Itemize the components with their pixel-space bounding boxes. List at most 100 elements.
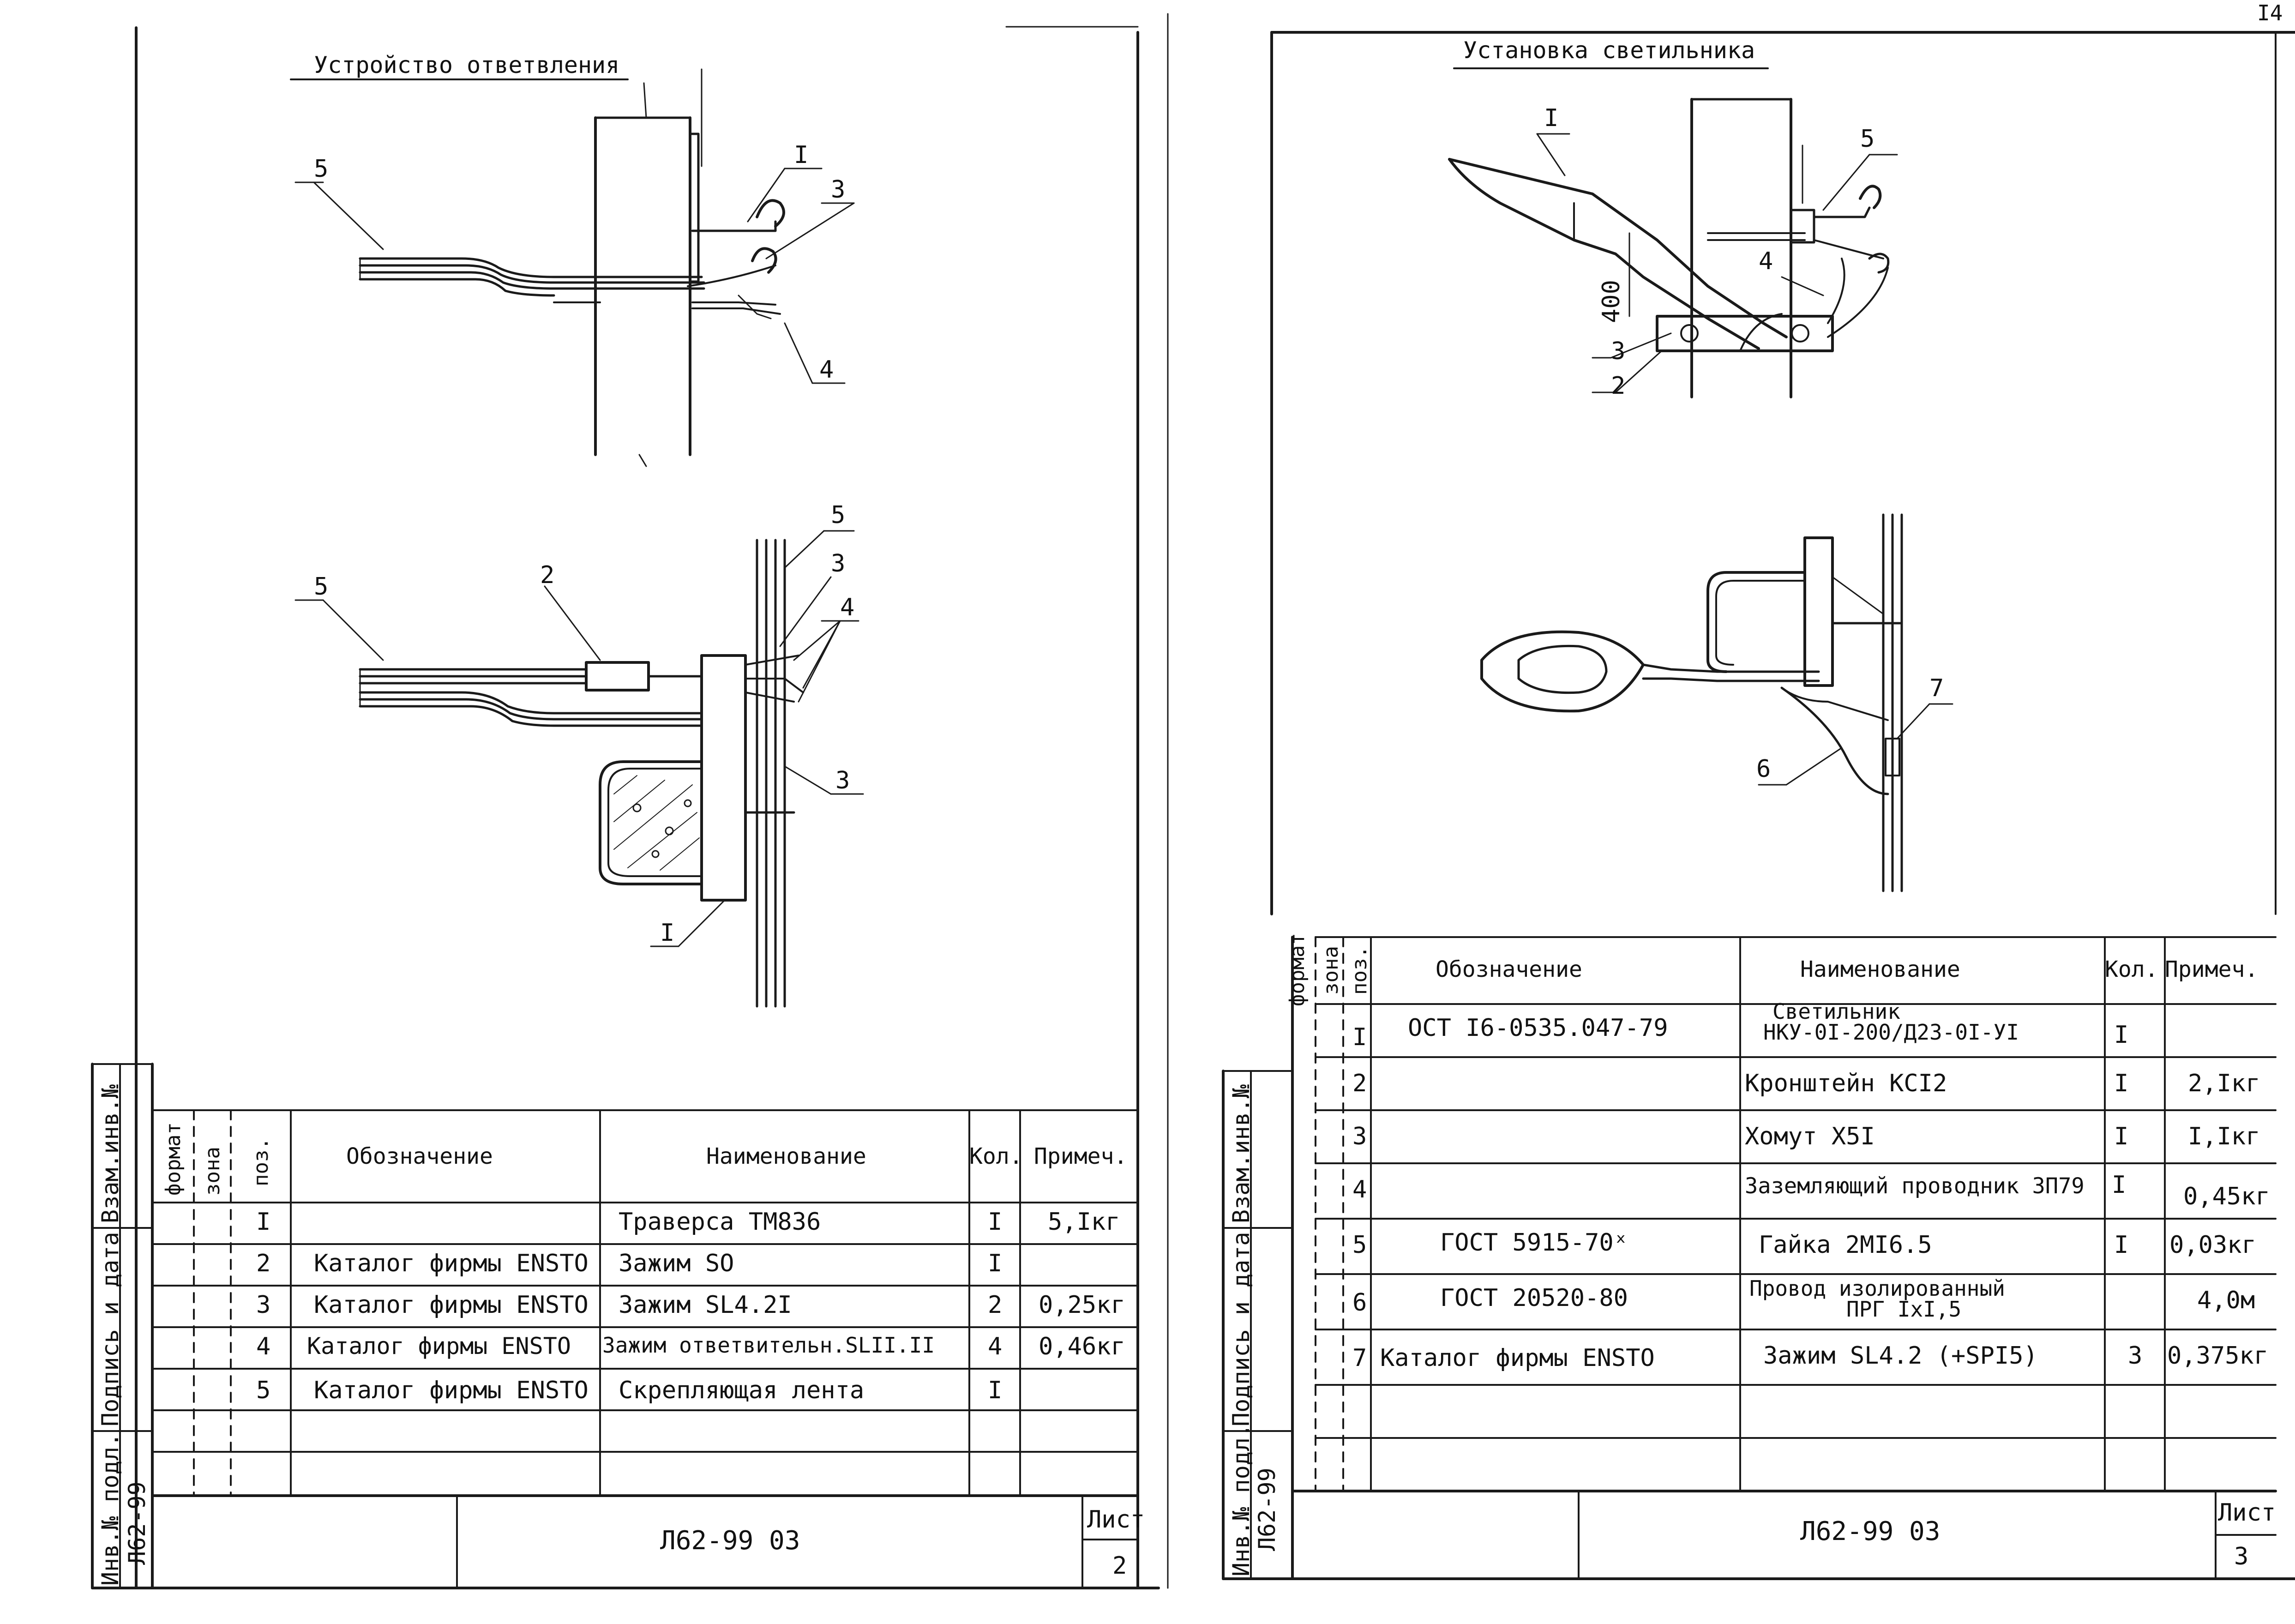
cell-name: Зажим ответвительн.SLII.II [602, 1333, 935, 1358]
cell-pos: I [1352, 1023, 1367, 1051]
right-top-luminaire-drawing [1448, 67, 1898, 398]
cell-name: Провод изолированный [1749, 1276, 2005, 1301]
cell-pos: 7 [1352, 1344, 1367, 1372]
left-top-branch-drawing [290, 68, 855, 467]
callout-3: 3 [835, 767, 850, 794]
cell-qty: I [988, 1250, 1003, 1277]
right-mid-luminaire-plan [1480, 513, 1953, 892]
callout-4: 4 [840, 594, 855, 621]
callout-3: 3 [1611, 337, 1626, 365]
cell-note: 2,Iкг [2188, 1070, 2260, 1097]
cell-qty: 2 [988, 1291, 1003, 1319]
callout-2: 2 [540, 561, 555, 589]
cell-name: Зажим SO [619, 1250, 734, 1277]
inv-label: Инв.№ подл. [1228, 1423, 1255, 1576]
cell-qty: I [2112, 1171, 2127, 1199]
cell-name: Траверса ТМ836 [619, 1208, 821, 1236]
sheet-label: Лист [2218, 1499, 2276, 1527]
cell-qty: I [988, 1377, 1003, 1404]
header-name: Наименование [1800, 956, 1960, 982]
header-pos: поз. [1348, 946, 1371, 995]
cell-note: 0,03кг [2169, 1231, 2256, 1259]
cell-pos: 3 [256, 1291, 271, 1319]
cell-designation: ОСТ I6-0535.047-79 [1408, 1014, 1668, 1042]
document-code: Л62-99 03 [660, 1526, 800, 1556]
cell-name: Гайка 2МI6.5 [1759, 1231, 1932, 1259]
header-pos: поз. [249, 1137, 273, 1186]
header-qty: Кол. [969, 1143, 1023, 1169]
inv-label: Инв.№ подл. [97, 1432, 124, 1586]
cell-qty: 4 [988, 1333, 1003, 1360]
cell-pos: 4 [1352, 1176, 1367, 1203]
cell-pos: 3 [1352, 1123, 1367, 1150]
cell-name: Скрепляющая лента [619, 1377, 865, 1404]
callout-1: I [660, 919, 675, 947]
cell-pos: 2 [256, 1250, 271, 1277]
cell-designation: Каталог фирмы ENSTO [314, 1250, 589, 1277]
cell-designation: ГОСТ 20520-80 [1440, 1284, 1628, 1312]
cell-pos: 6 [1352, 1289, 1367, 1317]
sheet-number: 3 [2234, 1543, 2249, 1570]
left-mid-plan-drawing [294, 530, 864, 1008]
cell-designation: Каталог фирмы ENSTO [307, 1333, 571, 1359]
cell-name: Зажим SL4.2 (+SPI5) [1763, 1342, 2038, 1370]
cell-name: Заземляющий проводник ЗП79 [1745, 1173, 2085, 1199]
cell-pos: 5 [256, 1377, 271, 1404]
callout-7: 7 [1929, 674, 1944, 702]
cell-pos: 2 [1352, 1070, 1367, 1097]
cell-note: 5,Iкг [1048, 1208, 1120, 1236]
podpis-label: Подпись и дата [97, 1232, 124, 1426]
header-note: Примеч. [1034, 1143, 1128, 1169]
left-sheet-frame [91, 13, 1169, 1589]
callout-3: 3 [831, 176, 846, 204]
cell-note: 0,25кг [1039, 1291, 1125, 1319]
callout-4: 4 [819, 356, 834, 384]
header-format: формат [162, 1122, 185, 1196]
right-spec-table-grid [1222, 936, 2277, 1580]
cell-name-line2: НКУ-0I-200/Д23-0I-УI [1763, 1020, 2019, 1045]
left-spec-table-grid [91, 1063, 1139, 1589]
vzam-label: Взам.инв.№ [97, 1084, 124, 1223]
cell-designation: Каталог фирмы ENSTO [314, 1291, 589, 1319]
cell-designation: ГОСТ 5915-70ˣ [1440, 1229, 1628, 1257]
callout-5: 5 [1860, 125, 1875, 153]
cell-note: 4,0м [2197, 1287, 2255, 1314]
callout-5: 5 [314, 573, 329, 601]
right-sheet-frame [1222, 31, 2295, 1580]
header-format: формат [1286, 933, 1309, 1006]
podpis-label: Подпись и дата [1228, 1232, 1255, 1426]
cell-name: Хомут Х5I [1745, 1123, 1875, 1150]
cell-note: I,Iкг [2188, 1123, 2260, 1150]
header-designation: Обозначение [346, 1143, 493, 1169]
header-zone: зона [1319, 946, 1343, 995]
callout-5: 5 [314, 155, 329, 183]
cell-designation: Каталог фирмы ENSTO [1380, 1344, 1655, 1372]
cell-qty: I [2114, 1231, 2129, 1259]
cell-name-line2: ПРГ IхI,5 [1846, 1297, 1962, 1322]
cell-qty: I [2114, 1021, 2129, 1049]
header-zone: зона [201, 1147, 224, 1196]
callout-4: 4 [1759, 247, 1773, 275]
cell-note: 0,375кг [2167, 1342, 2269, 1370]
document-code: Л62-99 03 [1800, 1516, 1941, 1546]
header-note: Примеч. [2165, 956, 2259, 982]
cell-pos: 5 [1352, 1231, 1367, 1259]
left-sheet-title: Устройство ответвления [314, 52, 620, 78]
dimension-400: 400 [1598, 280, 1625, 323]
cell-name: Кронштейн КСI2 [1745, 1070, 1947, 1097]
cell-note: 0,46кг [1039, 1333, 1125, 1360]
header-designation: Обозначение [1436, 956, 1582, 982]
cell-designation: Каталог фирмы ENSTO [314, 1377, 589, 1404]
callout-3: 3 [831, 550, 846, 577]
inv-value: Л62-99 [1254, 1468, 1280, 1551]
cell-pos: I [256, 1208, 271, 1236]
vzam-label: Взам.инв.№ [1228, 1084, 1255, 1223]
inv-value: Л62-99 [124, 1481, 150, 1565]
right-sheet-title: Установка светильника [1463, 37, 1755, 64]
cell-pos: 4 [256, 1333, 271, 1360]
cell-name: Зажим SL4.2I [619, 1291, 792, 1319]
cell-qty: 3 [2128, 1342, 2143, 1370]
callout-6: 6 [1756, 755, 1771, 783]
sheet-number: 2 [1112, 1552, 1127, 1580]
